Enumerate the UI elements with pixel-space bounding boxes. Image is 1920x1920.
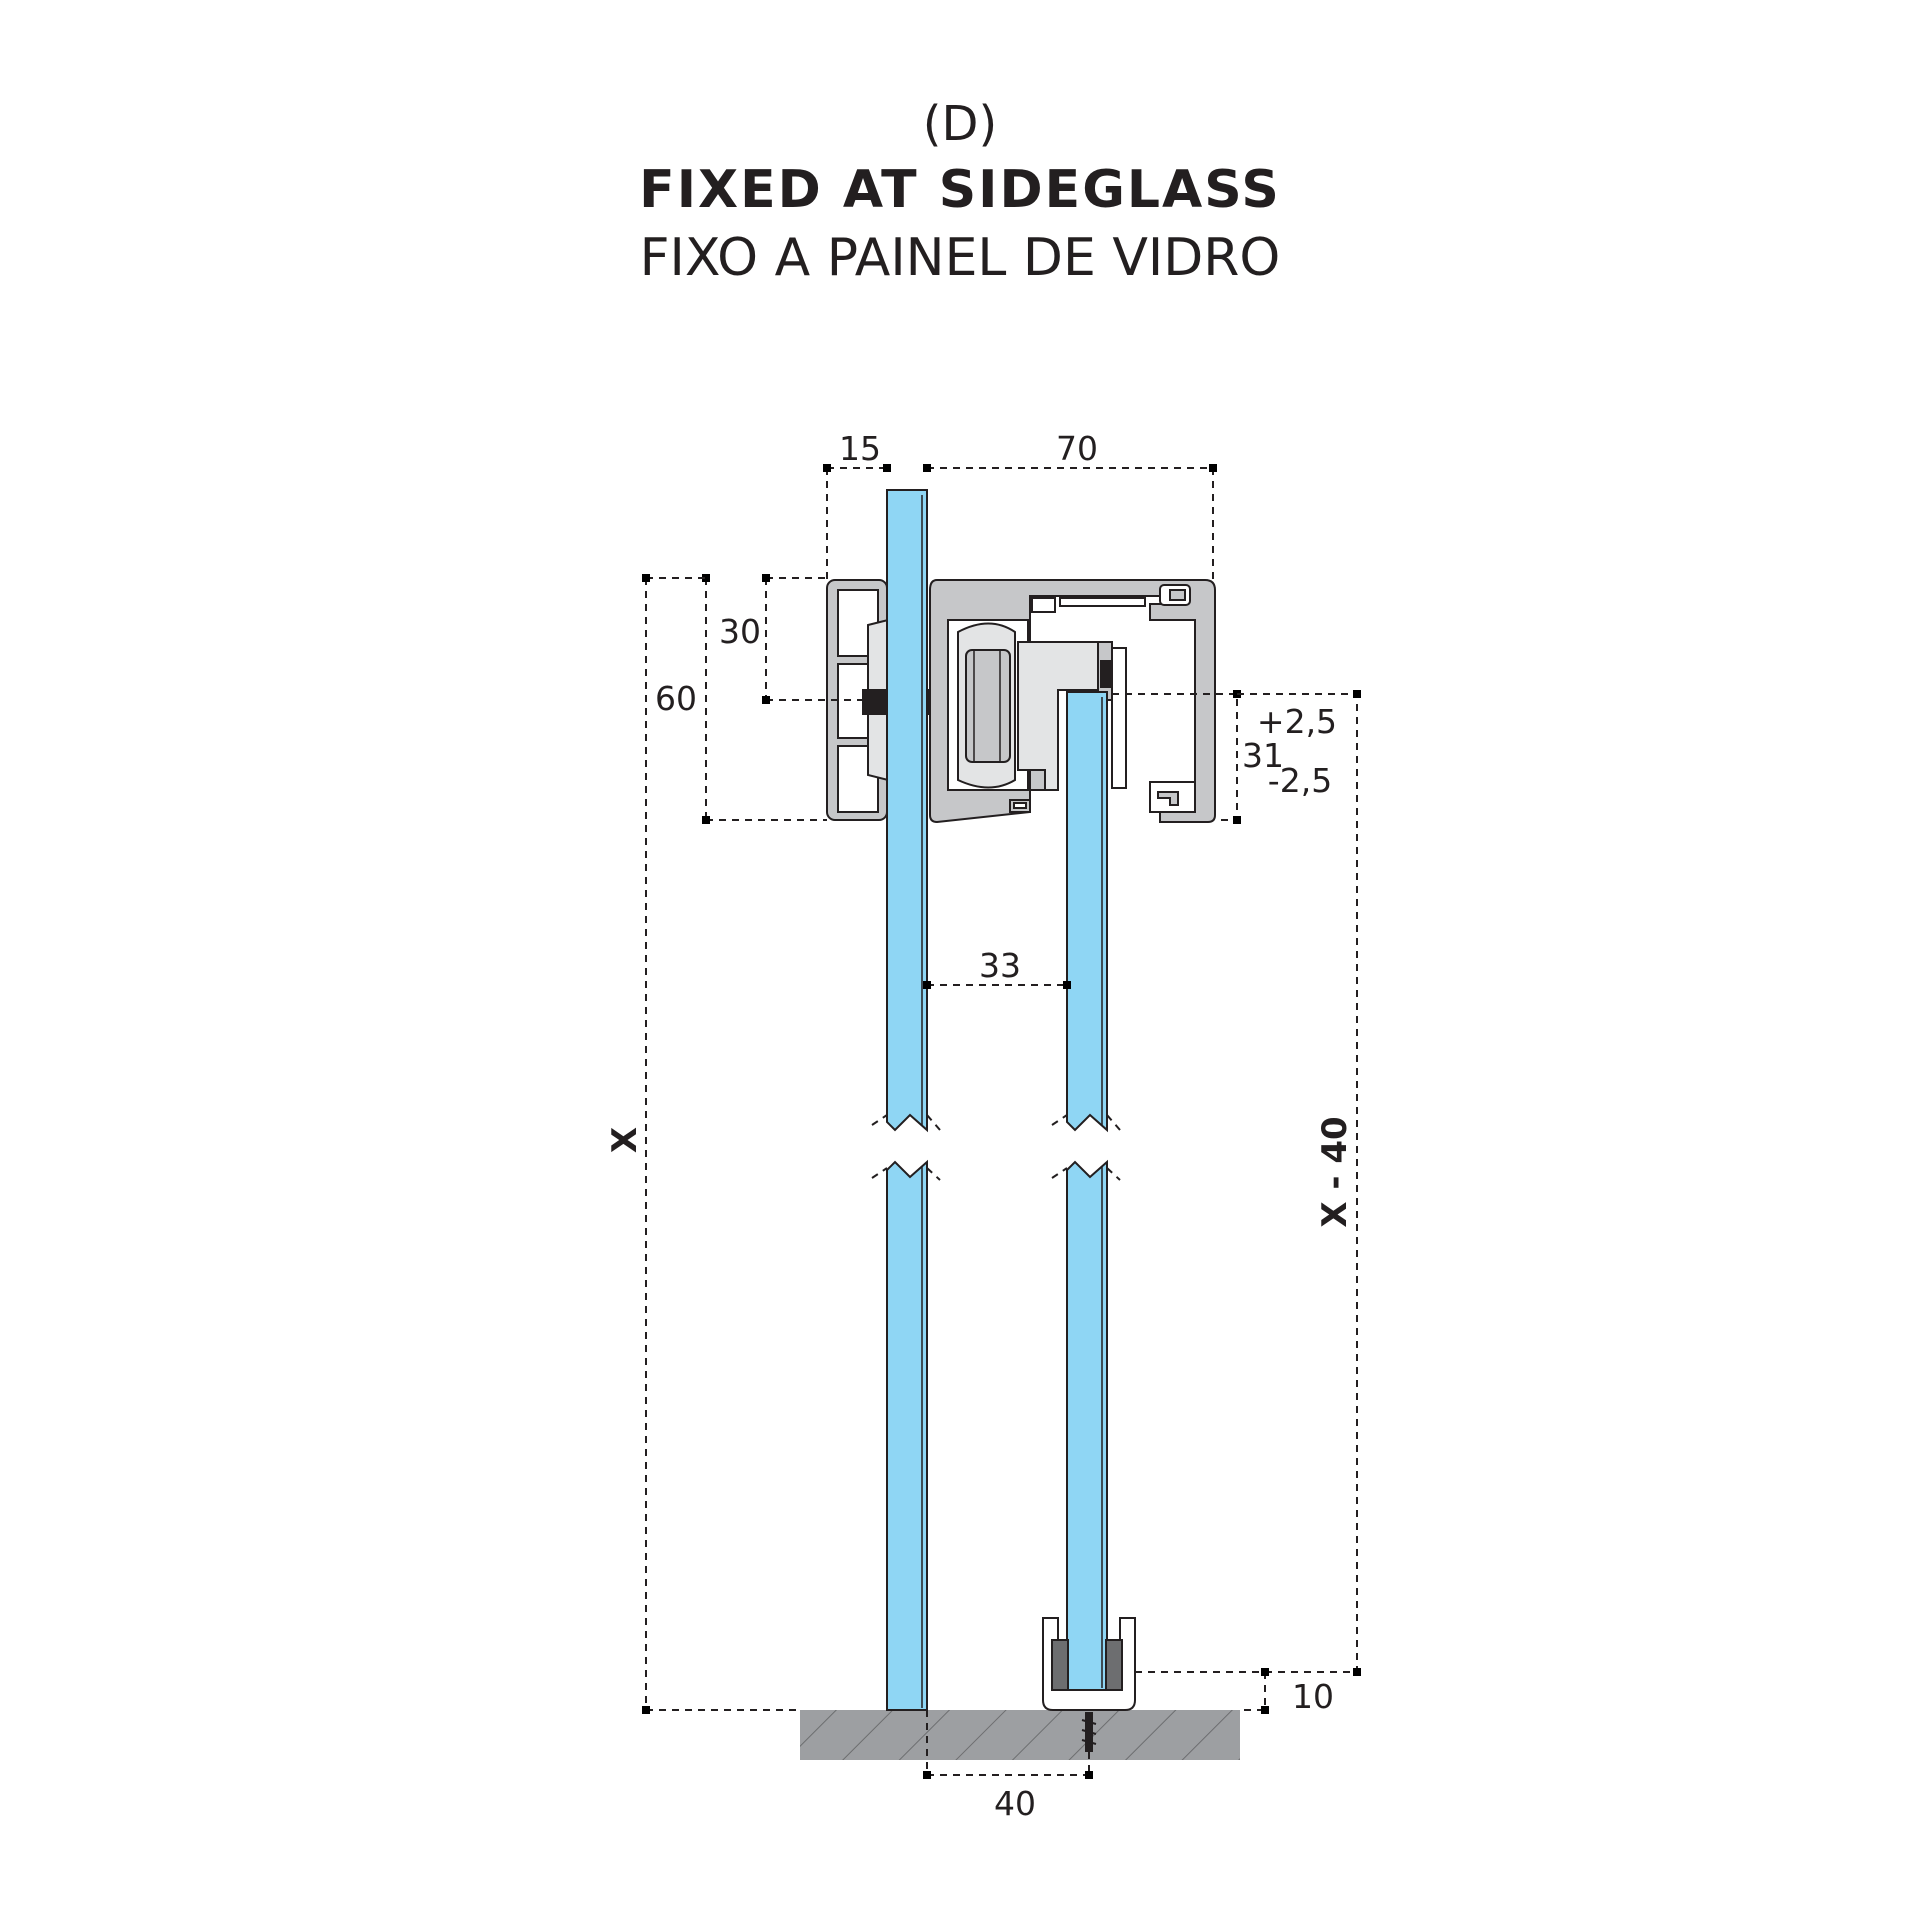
floor-guide: [1042, 1617, 1136, 1752]
sliding-glass-panel: [1051, 691, 1121, 1691]
dim-60-label: 60: [655, 679, 697, 718]
dim-70-label: 70: [1056, 429, 1098, 468]
dim-40-label: 40: [994, 1784, 1036, 1823]
dim-15-label: 15: [839, 429, 881, 468]
dim-x-minus-40-label: X - 40: [1315, 1116, 1355, 1227]
title-portuguese: FIXO A PAINEL DE VIDRO: [639, 228, 1281, 288]
dim-10-label: 10: [1292, 1677, 1334, 1716]
dim-x-label: X: [605, 1127, 645, 1153]
title-english: FIXED AT SIDEGLASS: [639, 160, 1281, 220]
dim-tolerance-minus-label: -2,5: [1268, 761, 1332, 800]
dim-tolerance-plus-label: +2,5: [1257, 702, 1337, 741]
dim-31-label: 31: [1242, 736, 1284, 775]
dim-30-label: 30: [719, 612, 761, 651]
dimension-lines: [642, 464, 1361, 1779]
fixed-side-glass: [871, 489, 941, 1711]
floor-slab: [800, 1710, 1240, 1760]
dim-33-label: 33: [979, 946, 1021, 985]
drawing-code: (D): [922, 96, 998, 152]
top-track-profile: [929, 579, 1216, 824]
